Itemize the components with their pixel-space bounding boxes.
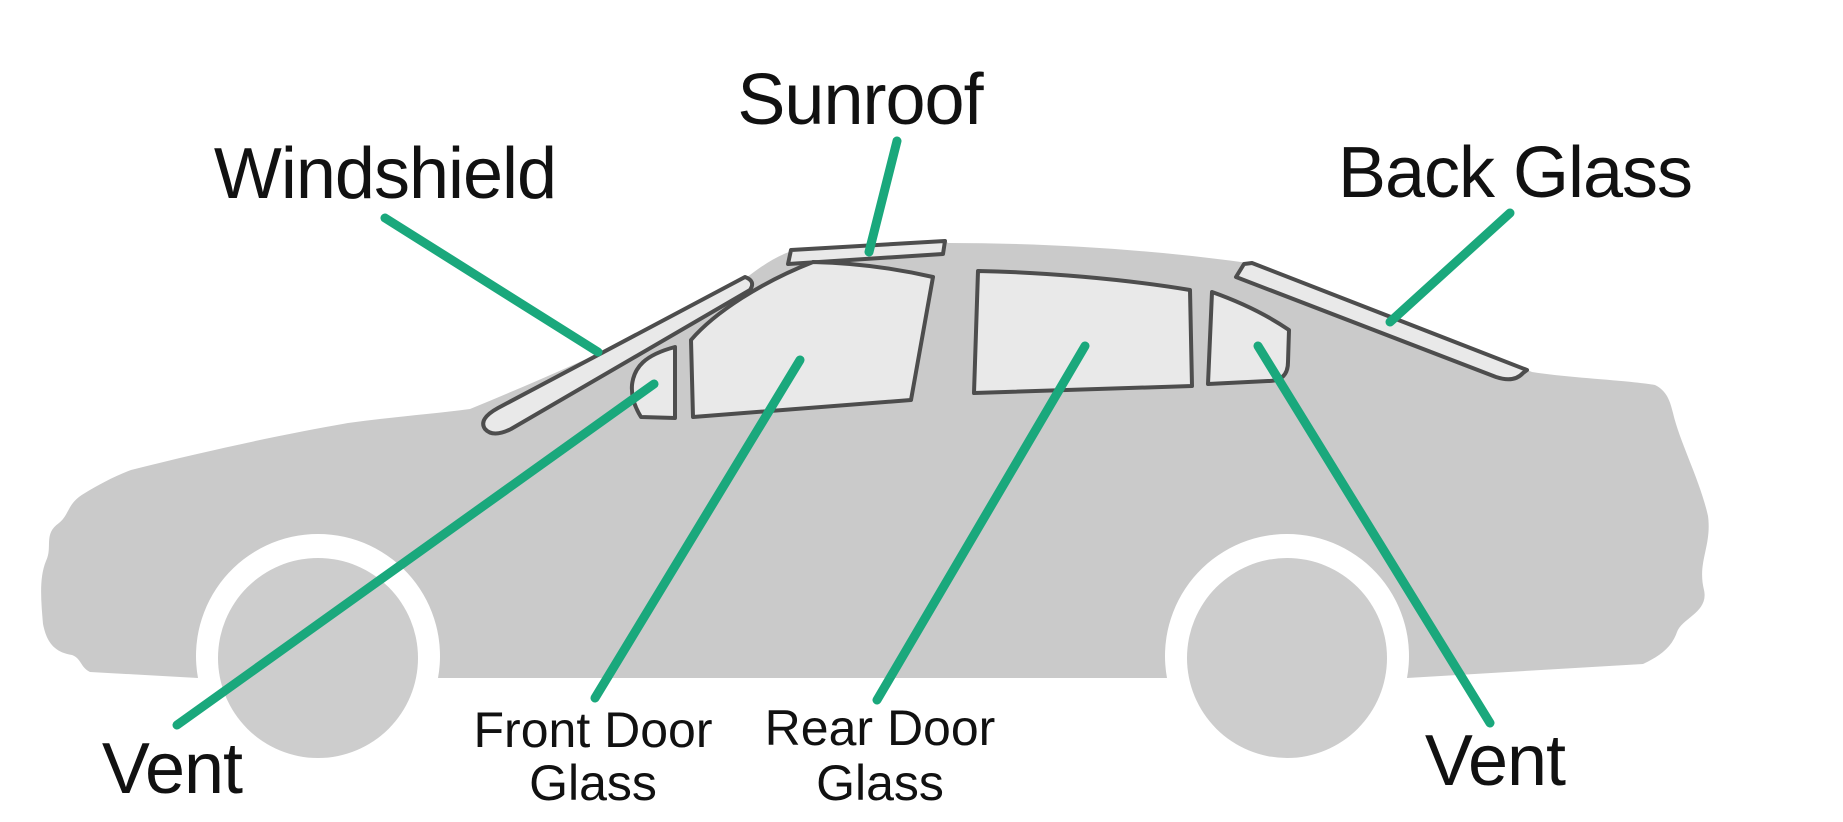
car-body: [41, 240, 1709, 678]
windshield-label: Windshield: [214, 134, 556, 214]
back-glass-leader-line: [1385, 208, 1515, 327]
sunroof-leader-line: [864, 136, 902, 257]
rear-door-glass-leader-line: [872, 341, 1090, 705]
front-vent-leader-line: [172, 379, 659, 730]
rear-door-glass-shape: [972, 269, 1194, 395]
rear-wheel: [1187, 558, 1387, 758]
front-wheel: [218, 558, 418, 758]
windshield-glass-shape: [481, 275, 755, 436]
windshield-leader-line: [380, 213, 603, 357]
back-glass-shape: [1234, 261, 1529, 382]
front-vent-label: Vent: [102, 729, 243, 809]
rear-vent-leader-line: [1253, 341, 1495, 728]
front-door-glass-label-line1: Front Door: [474, 702, 713, 758]
rear-door-glass-label-line1: Rear Door: [765, 700, 996, 756]
sunroof-label: Sunroof: [737, 60, 984, 140]
rear-vent-label: Vent: [1425, 721, 1566, 801]
back-glass-label: Back Glass: [1338, 133, 1692, 213]
front-door-glass-label-line2: Glass: [529, 755, 657, 811]
front-door-glass-shape: [689, 260, 935, 419]
rear-door-glass-label-line2: Glass: [816, 755, 944, 811]
front-door-glass-leader-line: [590, 355, 805, 703]
